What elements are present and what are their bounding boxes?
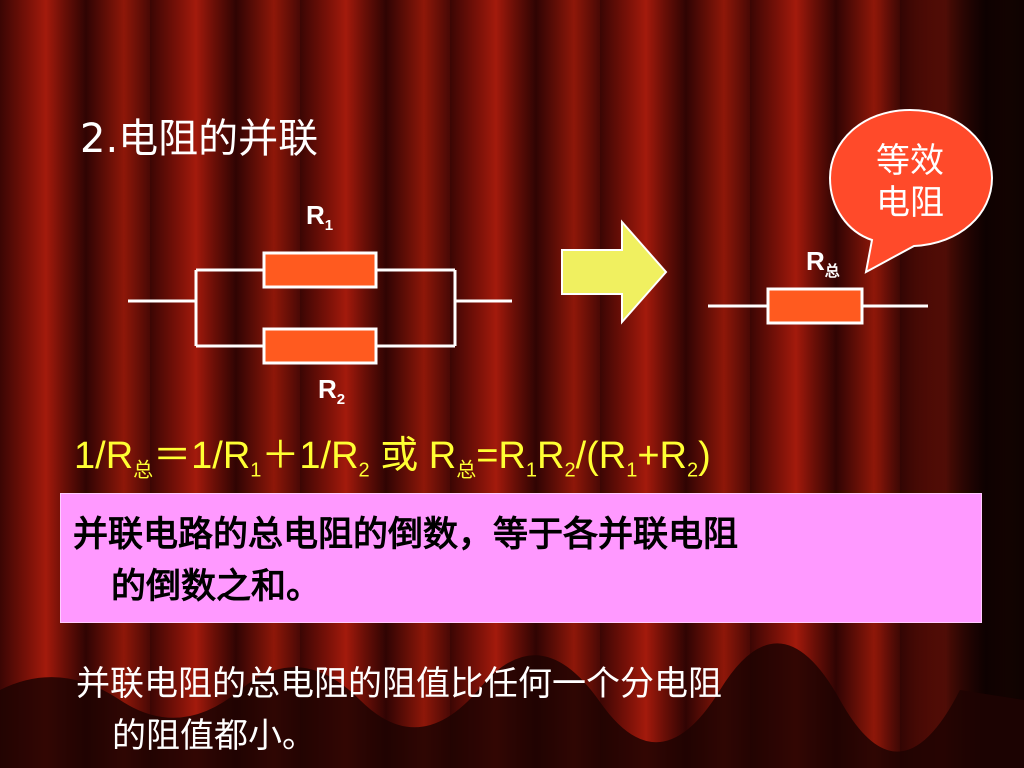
label-r2: R2 xyxy=(318,374,346,409)
bubble-line-2: 电阻 xyxy=(876,183,944,223)
rule-line-1: 并联电路的总电阻的倒数，等于各并联电阻 xyxy=(73,515,739,555)
bubble-line-1: 等效 xyxy=(876,141,944,181)
bubble-text: 等效 电阻 xyxy=(842,140,978,224)
slide-title: 2.电阻的并联 xyxy=(80,116,319,162)
arrow-right-icon xyxy=(561,219,668,325)
note-line-2: 的阻值都小。 xyxy=(112,716,316,756)
note-line-1: 并联电阻的总电阻的阻值比任何一个分电阻 xyxy=(76,664,722,704)
label-r1: R1 xyxy=(306,200,334,235)
formula: 1/R总＝1/R1＋1/R2 或 R总=R1R2/(R1+R2) xyxy=(74,435,711,482)
resistor-rtotal xyxy=(766,287,864,325)
resistor-r2 xyxy=(262,327,378,365)
rule-line-2: 的倒数之和。 xyxy=(111,567,322,607)
label-rtotal: R总 xyxy=(806,246,840,281)
rule-box: 并联电路的总电阻的倒数，等于各并联电阻 的倒数之和。 xyxy=(60,493,982,623)
resistor-r1 xyxy=(262,251,378,289)
